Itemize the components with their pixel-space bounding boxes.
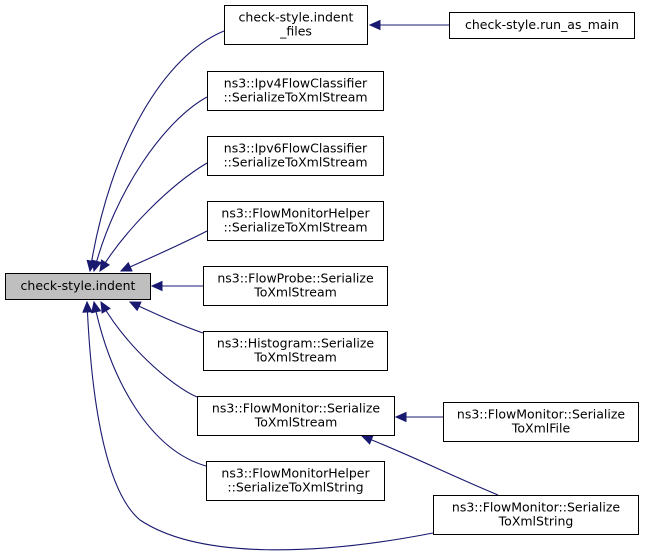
node-label: ns3::FlowMonitor::Serialize — [212, 401, 380, 416]
node-label: ::SerializeToXmlStream — [223, 155, 367, 170]
edge-line — [120, 230, 208, 272]
arrow-head — [91, 259, 102, 273]
node-indent_files[interactable]: check-style.indent_files — [224, 5, 368, 45]
edge-fm_string-to-indent — [82, 300, 434, 551]
node-label: ToXmlStream — [254, 415, 338, 430]
node-label: ns3::FlowMonitor::Serialize — [452, 500, 620, 515]
node-fmhelper_stream[interactable]: ns3::FlowMonitorHelper::SerializeToXmlSt… — [207, 201, 384, 241]
edge-fm_file-to-fm_stream — [394, 411, 443, 423]
edge-run_as_main-to-indent_files — [368, 19, 449, 31]
edge-line — [93, 301, 207, 467]
arrow-head — [91, 300, 102, 314]
edge-line — [89, 30, 225, 272]
node-label: ns3::Ipv6FlowClassifier — [224, 141, 368, 156]
node-indent[interactable]: check-style.indent — [5, 273, 151, 300]
node-label: ToXmlString — [498, 514, 574, 529]
node-box — [224, 5, 368, 45]
edge-line — [100, 301, 198, 398]
edge-ipv4-to-indent — [91, 96, 208, 273]
node-fmhelper_string[interactable]: ns3::FlowMonitorHelper::SerializeToXmlSt… — [206, 461, 385, 501]
arrow-head — [99, 259, 111, 273]
edge-line — [86, 301, 434, 551]
node-label: _files — [279, 24, 312, 39]
node-label: ToXmlStream — [253, 285, 337, 300]
arrow-head — [100, 300, 111, 314]
node-label: ns3::Ipv4FlowClassifier — [224, 76, 368, 91]
node-label: check-style.indent — [21, 278, 136, 293]
node-box — [443, 402, 639, 442]
node-box — [197, 396, 395, 436]
node-box — [433, 495, 639, 535]
node-box — [207, 136, 384, 176]
arrow-head — [394, 411, 407, 423]
edge-indent_files-to-indent — [86, 30, 225, 273]
node-box — [207, 201, 384, 241]
edge-fmhelper_stream-to-indent — [119, 230, 208, 272]
node-flowprobe[interactable]: ns3::FlowProbe::SerializeToXmlStream — [203, 266, 388, 306]
node-label: ns3::FlowMonitorHelper — [221, 206, 370, 221]
node-label: ns3::FlowMonitorHelper — [221, 466, 370, 481]
arrow-head — [368, 19, 381, 31]
edges-layer — [82, 19, 499, 551]
edge-line — [93, 96, 208, 272]
arrow-head — [150, 280, 163, 292]
edge-line — [129, 301, 204, 334]
node-label: check-style.run_as_main — [465, 17, 619, 32]
node-label: check-style.indent — [239, 10, 354, 25]
node-box — [449, 12, 635, 39]
edge-line — [361, 435, 499, 496]
node-label: ns3::FlowProbe::Serialize — [217, 271, 374, 286]
edge-ipv6-to-indent — [99, 162, 208, 273]
node-box — [203, 331, 388, 371]
edge-line — [99, 162, 208, 272]
node-fm_string[interactable]: ns3::FlowMonitor::SerializeToXmlString — [433, 495, 639, 535]
node-label: ns3::FlowMonitor::Serialize — [457, 407, 625, 422]
node-box — [206, 461, 385, 501]
node-ipv6[interactable]: ns3::Ipv6FlowClassifier::SerializeToXmlS… — [207, 136, 384, 176]
node-label: ns3::Histogram::Serialize — [217, 336, 374, 351]
edge-histogram-to-indent — [128, 301, 204, 334]
edge-fm_stream-to-indent — [100, 300, 198, 398]
arrow-head — [82, 300, 93, 313]
edge-flowprobe-to-indent — [150, 280, 203, 292]
node-label: ::SerializeToXmlStream — [223, 90, 367, 105]
nodes-layer: check-style.indentcheck-style.indent_fil… — [5, 5, 639, 535]
node-ipv4[interactable]: ns3::Ipv4FlowClassifier::SerializeToXmlS… — [207, 71, 384, 111]
node-box — [207, 71, 384, 111]
edge-fmhelper_string-to-indent — [91, 300, 207, 467]
node-label: ::SerializeToXmlStream — [223, 220, 367, 235]
arrow-head — [119, 261, 133, 272]
node-fm_stream[interactable]: ns3::FlowMonitor::SerializeToXmlStream — [197, 396, 395, 436]
node-label: ToXmlFile — [511, 421, 571, 436]
node-label: ::SerializeToXmlString — [227, 480, 363, 495]
root-node-box — [5, 273, 151, 300]
node-run_as_main[interactable]: check-style.run_as_main — [449, 12, 635, 39]
node-box — [203, 266, 388, 306]
arrow-head — [128, 301, 142, 312]
node-histogram[interactable]: ns3::Histogram::SerializeToXmlStream — [203, 331, 388, 371]
node-label: ToXmlStream — [253, 350, 337, 365]
arrow-head — [360, 434, 374, 445]
